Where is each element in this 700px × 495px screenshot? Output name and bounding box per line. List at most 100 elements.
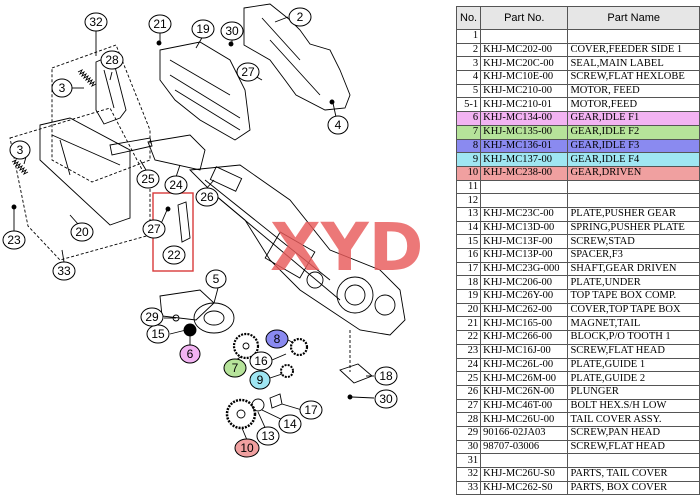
cell-part-name: SPRING,PUSHER PLATE <box>567 220 700 236</box>
cell-no: 21 <box>455 316 482 332</box>
cell-part-no <box>480 453 569 468</box>
callout-5: 5 <box>205 269 227 289</box>
cell-no: 8 <box>455 138 482 154</box>
cell-part-name: GEAR,DRIVEN <box>567 165 700 181</box>
callout-16: 16 <box>249 351 273 371</box>
cell-part-name: PLATE,UNDER <box>567 275 700 291</box>
spring-lower <box>11 158 29 176</box>
cell-part-name: SCREW,FLAT HEAD <box>567 343 700 359</box>
group-32-outline <box>51 44 151 183</box>
cell-part-no: KHJ-MC266-00 <box>480 330 569 345</box>
callout-25: 25 <box>136 169 160 189</box>
cell-no: 23 <box>455 343 482 359</box>
table-row: 31 <box>455 453 700 468</box>
cell-no: 27 <box>455 398 482 414</box>
cell-part-name <box>567 29 700 44</box>
cell-no: 14 <box>455 220 482 236</box>
svg-text:30: 30 <box>379 392 393 406</box>
cell-part-no: KHJ-MC16J-00 <box>480 343 569 359</box>
guide-plate-2 <box>109 137 153 156</box>
callout-28: 28 <box>100 50 124 70</box>
svg-text:30: 30 <box>225 24 239 38</box>
cell-no: 13 <box>455 206 482 222</box>
callout-14: 14 <box>278 414 302 434</box>
exploded-parts-diagram: XYD 2 3 3 4 5 6 7 8 9 10 13 14 15 16 17 … <box>2 3 423 458</box>
cell-part-name: GEAR,IDLE F3 <box>567 138 700 154</box>
cell-part-name: PARTS, TAIL COVER <box>567 467 700 482</box>
cell-part-no: KHJ-MC26L-00 <box>480 357 569 373</box>
cell-no: 28 <box>455 412 482 427</box>
cell-part-no: KHJ-MC46T-00 <box>480 398 569 414</box>
callout-29: 29 <box>140 307 164 327</box>
gear-f2 <box>232 332 260 360</box>
callout-7: 7 <box>223 358 247 378</box>
svg-text:4: 4 <box>335 118 342 132</box>
callout-9: 9 <box>249 370 271 390</box>
cell-part-no: KHJ-MC26U-00 <box>480 412 569 427</box>
cell-part-name: COVER,FEEDER SIDE 1 <box>567 42 700 58</box>
callout-22: 22 <box>162 245 186 265</box>
cell-part-name: SEAL,MAIN LABEL <box>567 56 700 72</box>
cell-no: 7 <box>455 124 482 140</box>
callout-19: 19 <box>191 19 215 39</box>
svg-text:15: 15 <box>151 327 165 341</box>
cell-part-name: SCREW,PAN HEAD <box>567 425 700 441</box>
watermark-logo: XYD <box>270 209 423 286</box>
cell-part-name: GEAR,IDLE F1 <box>567 111 700 126</box>
cell-part-name: COVER,TOP TAPE BOX <box>567 302 700 318</box>
table-row: 12 <box>455 193 700 208</box>
cell-no: 17 <box>455 261 482 277</box>
cell-no: 5 <box>455 83 482 99</box>
cell-part-name: SCREW,FLAT HEAD <box>567 439 700 455</box>
svg-text:7: 7 <box>232 361 239 375</box>
feeder-rail-body <box>189 164 406 336</box>
cell-part-name: PLATE,GUIDE 1 <box>567 357 700 373</box>
cell-part-name: SCREW,FLAT HEXLOBE <box>567 70 700 85</box>
svg-text:9: 9 <box>257 373 264 387</box>
svg-text:19: 19 <box>196 22 210 36</box>
svg-text:8: 8 <box>274 332 281 346</box>
cell-no: 12 <box>455 193 482 208</box>
callout-27-left: 27 <box>142 219 166 239</box>
cell-no: 31 <box>455 453 482 468</box>
spring-upper <box>77 68 97 88</box>
cell-no: 1 <box>455 29 482 44</box>
cell-part-no: KHJ-MC206-00 <box>480 275 569 291</box>
cell-no: 32 <box>455 467 482 482</box>
cell-part-name: SPACER,F3 <box>567 248 700 263</box>
cell-part-name: MOTOR, FEED <box>567 83 700 99</box>
callout-10: 10 <box>234 438 260 458</box>
plunger <box>209 166 243 192</box>
cell-part-no: 98707-03006 <box>480 439 569 455</box>
svg-text:25: 25 <box>141 172 155 186</box>
cell-no: 6 <box>455 111 482 126</box>
svg-text:33: 33 <box>57 264 71 278</box>
svg-text:29: 29 <box>145 310 159 324</box>
cell-part-no: KHJ-MC135-00 <box>480 124 569 140</box>
table-header-row: No. Part No. Part Name <box>455 6 700 30</box>
cell-part-name: TAIL COVER ASSY. <box>567 412 700 427</box>
guide-plate-1 <box>147 134 206 171</box>
header-no: No. <box>455 6 482 30</box>
cell-part-no: KHJ-MC26M-00 <box>480 371 569 386</box>
callout-33: 33 <box>52 261 76 281</box>
cell-part-no: KHJ-MC10E-00 <box>480 70 569 85</box>
cell-no: 24 <box>455 357 482 373</box>
cell-no: 16 <box>455 248 482 263</box>
svg-text:28: 28 <box>105 53 119 67</box>
cell-part-name: GEAR,IDLE F2 <box>567 124 700 140</box>
header-part-name: Part Name <box>567 6 700 30</box>
gear-f4 <box>280 364 294 378</box>
